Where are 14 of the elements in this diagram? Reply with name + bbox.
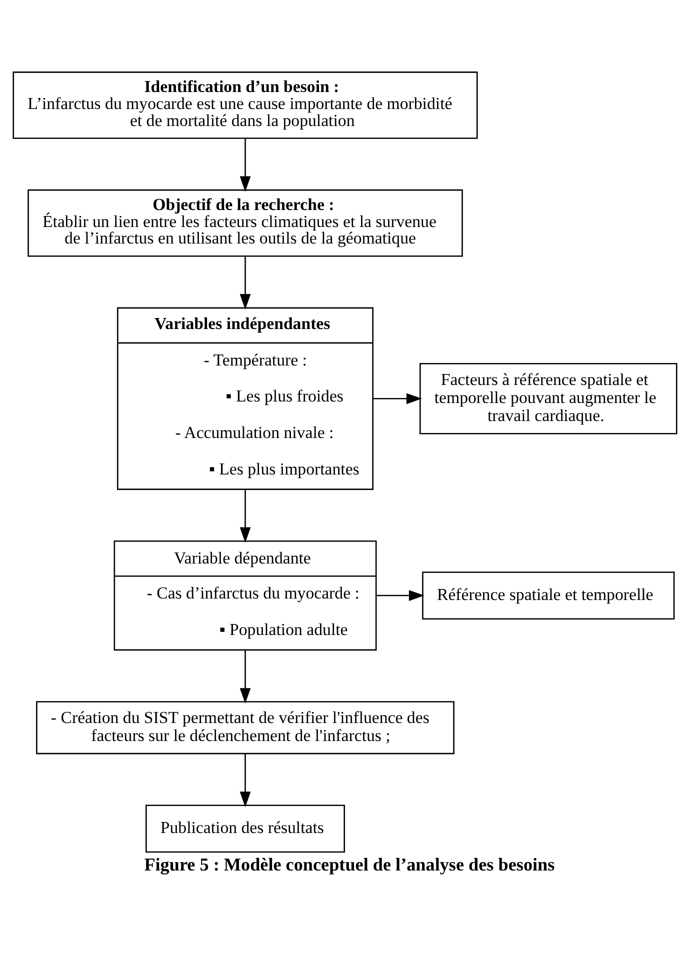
arrow [240,490,251,543]
arrow [240,138,251,192]
arrow [240,256,251,310]
node-box: Référence spatiale et temporelle [422,572,675,620]
node-box: Identification d’un besoin : L’infarctus du myocarde est une cause importante de morbidité et de mortalité dans la population [12,72,478,139]
arrow [240,650,251,704]
node-box: Facteurs à référence spatiale et temporelle pouvant augmenter le travail cardiaque. [419,363,678,434]
arrow [373,393,422,404]
arrow [240,754,251,808]
node-box: - Création du SIST permettant de vérifier l'influence des facteurs sur le déclenchement de l'infarctus ; [36,701,454,754]
node-box: Objectif de la recherche : Établir un lien entre les facteurs climatiques et la survenue de l’infarctus en utilisant les outils de la géomatique [28,189,463,257]
caption: Figure 5 : Modèle conceptuel de l’analyse des besoins [144,854,555,874]
arrow [376,590,424,601]
node-box: Publication des résultats [146,804,345,853]
